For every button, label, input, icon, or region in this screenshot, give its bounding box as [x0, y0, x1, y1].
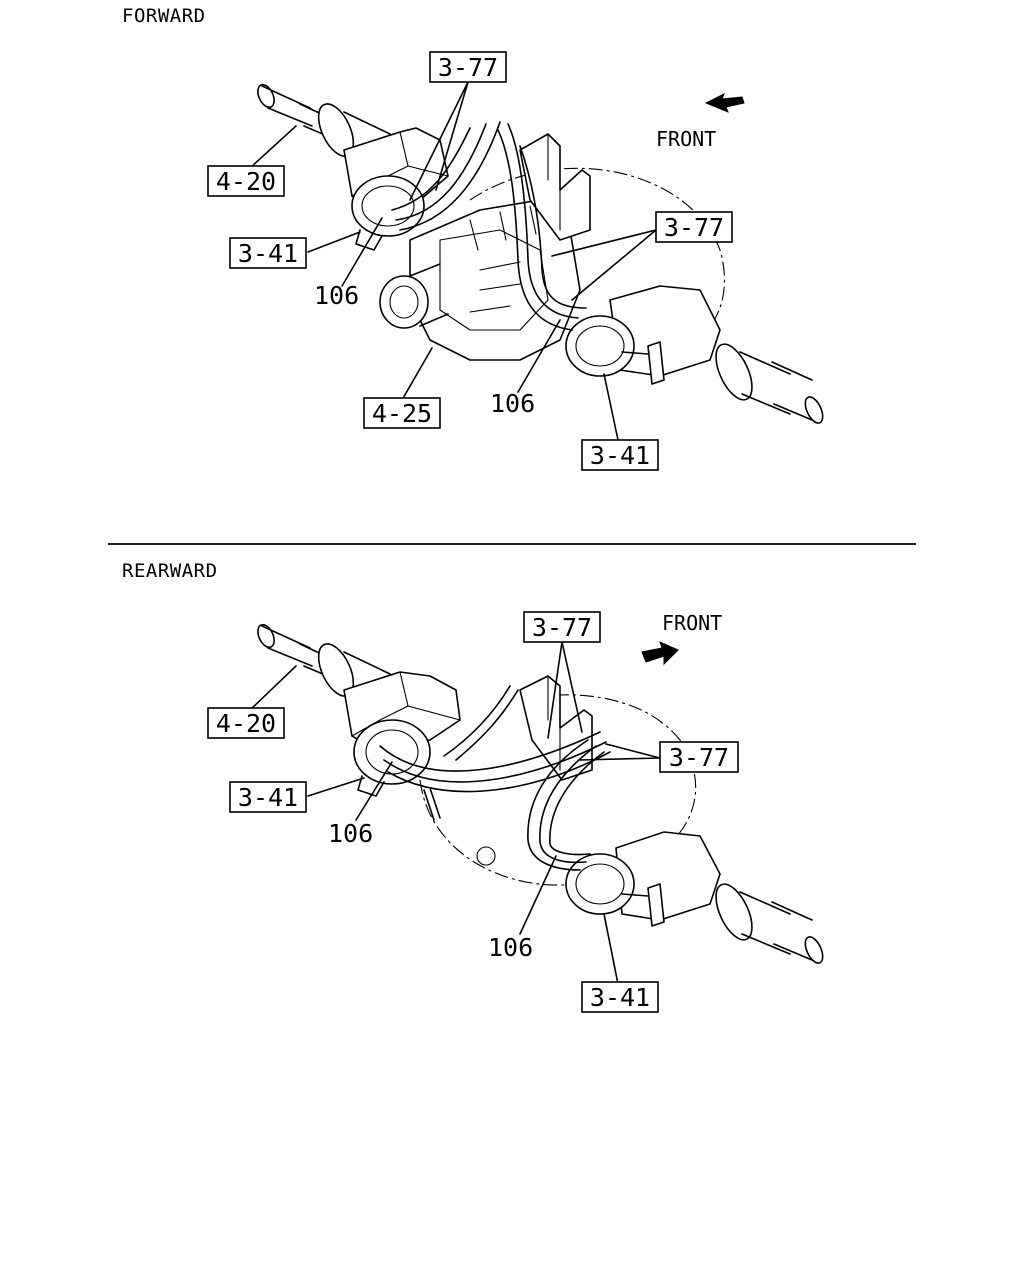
callout-label: 3-41	[238, 239, 298, 268]
callout-4-20-rearward: 4-20	[207, 707, 285, 739]
forward-leader-lines	[249, 81, 657, 441]
front-label-rearward: FRONT	[662, 611, 722, 635]
rearward-section: REARWARD FRONT	[122, 560, 824, 1013]
callout-label: 4-20	[216, 167, 276, 196]
rearward-leader-lines	[249, 641, 661, 985]
front-arrow-icon	[641, 641, 679, 666]
part-number-106-right-forward: 106	[490, 389, 535, 418]
callout-label: 3-41	[590, 441, 650, 470]
callout-4-20-forward: 4-20	[207, 165, 285, 197]
part-number-106-left-forward: 106	[314, 281, 359, 310]
front-label-forward: FRONT	[656, 127, 716, 151]
callout-label: 3-77	[669, 743, 729, 772]
part-number-106-left-rearward: 106	[328, 819, 373, 848]
callout-label: 3-41	[590, 983, 650, 1012]
callout-label: 3-41	[238, 783, 298, 812]
callout-label: 4-25	[372, 399, 432, 428]
callout-label: 3-77	[664, 213, 724, 242]
callout-3-41-right-rearward: 3-41	[581, 981, 659, 1013]
callout-label: 3-77	[438, 53, 498, 82]
callout-4-25-forward: 4-25	[363, 397, 441, 429]
callout-3-41-left-rearward: 3-41	[229, 781, 307, 813]
part-number-106-right-rearward: 106	[488, 933, 533, 962]
callout-3-77-right-forward: 3-77	[655, 211, 733, 243]
forward-axle-drawing	[257, 83, 824, 424]
front-arrow-icon	[704, 92, 745, 113]
callout-3-41-right-forward: 3-41	[581, 439, 659, 471]
callout-3-77-right-rearward: 3-77	[659, 741, 739, 773]
forward-section: FORWARD FRONT	[122, 5, 824, 471]
callout-label: 3-77	[532, 613, 592, 642]
callout-3-77-top-forward: 3-77	[429, 51, 507, 83]
rearward-axle-drawing	[257, 623, 824, 964]
callout-label: 4-20	[216, 709, 276, 738]
callout-3-41-left-forward: 3-41	[229, 237, 307, 269]
section-heading-rearward: REARWARD	[122, 560, 218, 582]
callout-3-77-top-rearward: 3-77	[523, 611, 601, 643]
section-heading-forward: FORWARD	[122, 5, 206, 27]
